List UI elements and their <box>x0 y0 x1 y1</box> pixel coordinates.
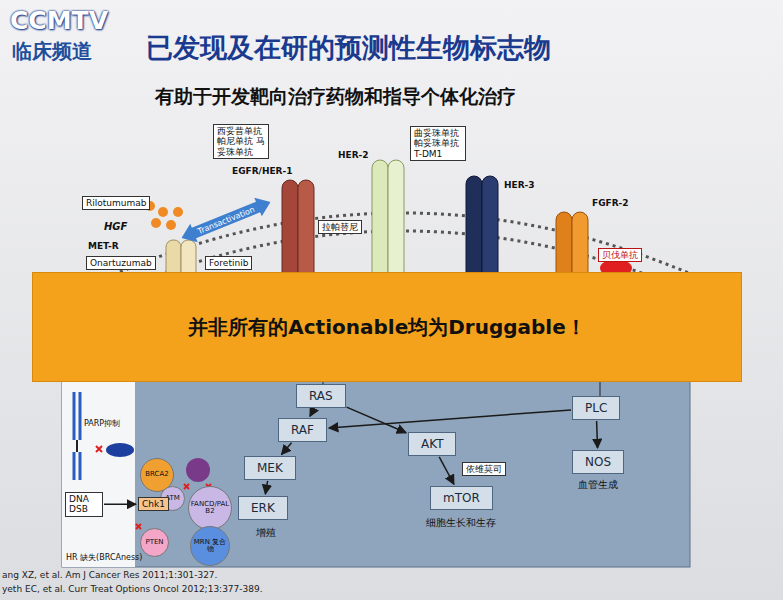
dna-box: DNA DSB <box>65 492 103 517</box>
dna-strand <box>74 392 80 480</box>
reference: ang XZ, et al. Am J Cancer Res 2011;1:30… <box>2 570 217 580</box>
node-text: 并非所有的Actionable均为Druggable！ <box>188 314 586 341</box>
node-text: Transactivation <box>196 204 256 235</box>
pathway-label: 细胞生长和生存 <box>426 516 496 530</box>
node-text: PTEN <box>145 539 163 546</box>
pathway-arrow <box>265 481 267 494</box>
protein-box: Chk1 <box>138 497 169 511</box>
node-text: 贝伐单抗 <box>602 250 638 260</box>
node-text: Rilotumumab <box>86 198 146 208</box>
node-text: AKT <box>421 437 443 451</box>
protein-circle: MRN 复合物 <box>190 526 230 566</box>
callout-banner: 并非所有的Actionable均为Druggable！ <box>32 272 742 382</box>
pathway-box: RAF <box>278 418 327 442</box>
node-text: PLC <box>585 401 607 415</box>
node-text: RAF <box>291 423 314 437</box>
node-text: DNA DSB <box>69 494 99 515</box>
node-text: 曲妥珠单抗 帕妥珠单抗 T-DM1 <box>414 128 462 159</box>
reference: yeth EC, et al. Curr Treat Options Oncol… <box>2 584 263 594</box>
inhibitor-label: PARP抑制 <box>84 418 120 429</box>
pathway-label: 增殖 <box>256 526 276 540</box>
receptor-label: HER-3 <box>504 180 535 190</box>
note: HR 缺失(BRCAness) <box>66 552 142 563</box>
node-text: NOS <box>585 455 611 469</box>
drug-box: Foretinib <box>205 256 252 270</box>
transactivation-arrow: Transactivation <box>178 193 275 248</box>
node-text: Foretinib <box>209 258 248 268</box>
pathway-arrow <box>281 443 291 455</box>
receptor-label: HER-2 <box>338 150 369 160</box>
logo-text: CCMTV <box>10 6 108 35</box>
pathway-box: PLC <box>572 396 620 420</box>
parp-oval <box>106 443 134 457</box>
node-text: 西妥昔单抗 帕尼单抗 马妥珠单抗 <box>217 126 265 157</box>
node-text: mTOR <box>443 491 480 505</box>
pathway-box: ERK <box>238 496 288 520</box>
receptor-label: EGFR/HER-1 <box>232 166 293 176</box>
dna-repair-panel <box>62 380 135 567</box>
drug-box: Onartuzumab <box>86 256 156 270</box>
node-text: Chk1 <box>142 499 165 509</box>
slide-title: 已发现及在研的预测性生物标志物 <box>146 30 551 66</box>
drug-box: 拉帕替尼 <box>318 220 362 234</box>
node-text: Onartuzumab <box>90 258 152 268</box>
pathway-box: AKT <box>408 432 456 456</box>
pathway-arrow <box>310 409 314 416</box>
pathway-arrow <box>596 421 598 448</box>
node-text: ERK <box>251 501 275 515</box>
logo-text: 临床频道 <box>12 38 92 65</box>
her2-receptor <box>372 160 404 288</box>
node-text: 依维莫司 <box>466 464 502 474</box>
node-text: BRCA2 <box>145 471 168 478</box>
drug-box: 依维莫司 <box>462 462 506 476</box>
drug-box: 西妥昔单抗 帕尼单抗 马妥珠单抗 <box>213 124 269 159</box>
pathway-box: mTOR <box>430 486 493 510</box>
pathway-box: NOS <box>572 450 624 474</box>
strand-arrow <box>76 440 78 452</box>
pathway-arrow <box>347 407 407 433</box>
receptor-label: MET-R <box>88 241 119 251</box>
protein-circle: PTEN <box>140 528 169 557</box>
pathway-label: 血管生成 <box>578 478 618 492</box>
drug-box: 贝伐单抗 <box>598 248 642 262</box>
drug-box: Rilotumumab <box>82 196 150 210</box>
ligand-label: HGF <box>104 221 127 232</box>
node-text: FANCD/PALB2 <box>189 501 231 516</box>
drug-box: 曲妥珠单抗 帕妥珠单抗 T-DM1 <box>410 126 466 161</box>
receptor-label: FGFR-2 <box>592 198 629 208</box>
pathway-arrow <box>329 410 571 428</box>
pathway-arrow <box>104 503 136 505</box>
node-text: RAS <box>309 389 333 403</box>
node-text: 拉帕替尼 <box>322 222 358 232</box>
hgf-ligand <box>145 201 183 230</box>
subtitle: 有助于开发靶向治疗药物和指导个体化治疗 <box>155 84 516 110</box>
protein-circle: FANCD/PALB2 <box>188 486 232 530</box>
pathway-line <box>600 380 601 396</box>
node-text: MRN 复合物 <box>191 539 229 554</box>
pathway-box: RAS <box>296 384 346 408</box>
repair-protein <box>186 458 210 482</box>
node-text: MEK <box>257 461 283 475</box>
pathway-box: MEK <box>244 456 296 480</box>
pathway-arrow <box>439 457 454 484</box>
